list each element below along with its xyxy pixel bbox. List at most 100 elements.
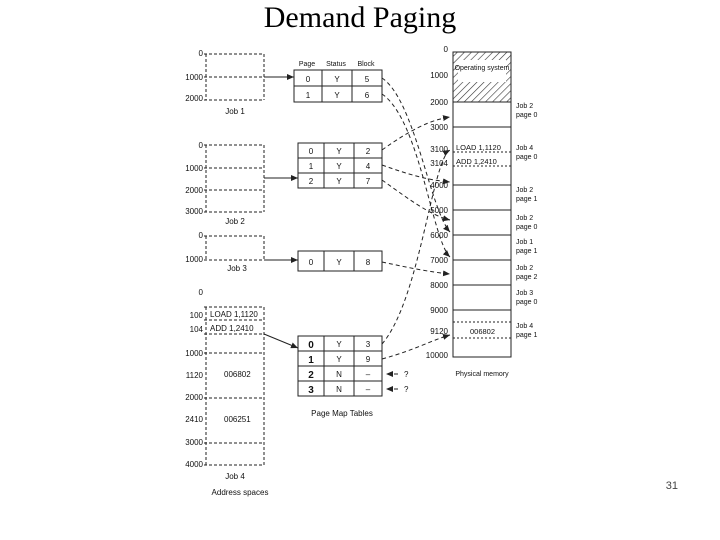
memory-address: 3100 [430, 145, 448, 154]
pmt-job-2: 0 Y 2 1 Y 4 2 Y 7 [297, 142, 383, 189]
address-label: 2000 [185, 393, 203, 402]
data-value: 006802 [224, 370, 251, 379]
address-spaces-label: Address spaces [212, 488, 269, 497]
job-label: Job 3 [227, 264, 247, 273]
pmt-cell: 0 [306, 75, 311, 84]
address-label: 100 [190, 311, 204, 320]
job-label: Job 1 [225, 107, 245, 116]
pmt-cell: 4 [366, 162, 371, 171]
page-map-tables: Page Status Block 0 Y 5 1 Y 6 0 Y 2 1 [293, 61, 383, 418]
pointer-job2-page0 [381, 115, 451, 151]
job-4-pmt-link [263, 333, 299, 349]
memory-address: 1000 [430, 71, 448, 80]
pmt-cell: – [366, 370, 371, 379]
pmt-cell: 0 [309, 258, 314, 267]
pmt-cell: Y [336, 177, 342, 186]
unmapped-mark: ? [404, 385, 409, 394]
memory-address: 9120 [430, 327, 448, 336]
pmt-cell: 1 [309, 162, 314, 171]
address-label: 1000 [185, 164, 203, 173]
pmt-cell: 3 [308, 385, 314, 396]
pmt-cell: 0 [309, 147, 314, 156]
pmt-cell: 2 [308, 370, 314, 381]
data-value: 006251 [224, 415, 251, 424]
address-label: 1000 [185, 349, 203, 358]
address-label: 2410 [185, 415, 203, 424]
pointer-job4-page0 [381, 149, 451, 345]
pmt-cell: Y [336, 162, 342, 171]
pmt-cell: Y [334, 91, 340, 100]
instruction-load: LOAD 1,1120 [210, 310, 258, 319]
address-space-to-pmt-links [263, 74, 299, 349]
memory-address: 0 [444, 45, 449, 54]
pmt-cell: Y [336, 147, 342, 156]
pointer-job2-page2 [381, 179, 451, 222]
pmt-label: Page Map Tables [311, 409, 373, 418]
memory-address: 9000 [430, 306, 448, 315]
pmt-cell: Y [334, 75, 340, 84]
pmt-cell: 3 [366, 340, 371, 349]
memory-instruction-add: ADD 1,2410 [456, 157, 497, 166]
pmt-cell: 1 [308, 355, 314, 366]
physical-memory: Operating system 0 1000 2000 3000 3100 3… [426, 45, 512, 378]
pmt-cell: 7 [366, 177, 371, 186]
pmt-job-3: 0 Y 8 [297, 250, 383, 272]
address-label: 2000 [185, 94, 203, 103]
address-label: 0 [199, 49, 204, 58]
memory-address: 4000 [430, 181, 448, 190]
slide-title: Demand Paging [263, 1, 457, 34]
pmt-cell: – [366, 385, 371, 394]
pmt-to-memory-links [381, 77, 451, 392]
memory-address: 3000 [430, 123, 448, 132]
address-label: 1120 [186, 371, 204, 380]
address-label: 0 [199, 141, 204, 150]
address-label: 104 [190, 325, 204, 334]
address-label: 0 [199, 288, 204, 297]
pmt-job-4: 0 Y 3 1 Y 9 2 N – 3 N – [297, 335, 383, 397]
address-label: 1000 [185, 73, 203, 82]
pmt-cell: 9 [366, 355, 371, 364]
memory-address: 8000 [430, 281, 448, 290]
pmt-cell: 8 [366, 258, 371, 267]
pmt-cell: N [336, 385, 342, 394]
pmt-cell: Y [336, 340, 342, 349]
memory-address: 5000 [430, 206, 448, 215]
memory-address: 2000 [430, 98, 448, 107]
slide-number: 31 [665, 480, 678, 492]
physical-memory-label: Physical memory [455, 371, 509, 378]
address-label: 3000 [185, 438, 203, 447]
memory-address: 3104 [430, 159, 448, 168]
job-1-address-space: 0 1000 2000 Job 1 [185, 49, 265, 116]
memory-address: 10000 [426, 351, 449, 360]
address-label: 3000 [185, 207, 203, 216]
unmapped-mark: ? [404, 370, 409, 379]
memory-address: 7000 [430, 256, 448, 265]
job-4-address-space: 0 100 104 1000 1120 2000 2410 3000 4000 … [185, 288, 268, 497]
pointer-job2-page1 [381, 164, 451, 185]
job-3-address-space: 0 1000 Job 3 [185, 231, 265, 273]
address-label: 4000 [185, 460, 203, 469]
pmt-cell: Y [336, 258, 342, 267]
memory-frames [452, 101, 512, 358]
pmt-job-1: 0 Y 5 1 Y 6 [293, 69, 383, 103]
pmt-cell: N [336, 370, 342, 379]
pmt-cell: Y [336, 355, 342, 364]
address-label: 2000 [185, 186, 203, 195]
instruction-add: ADD 1,2410 [210, 324, 254, 333]
address-label: 1000 [185, 255, 203, 264]
pmt-header-status: Status [326, 61, 346, 68]
job-label: Job 2 [225, 217, 245, 226]
pmt-cell: 0 [308, 340, 314, 351]
pointer-job4-page1 [381, 333, 451, 360]
address-label: 0 [199, 231, 204, 240]
job-label: Job 4 [225, 472, 245, 481]
